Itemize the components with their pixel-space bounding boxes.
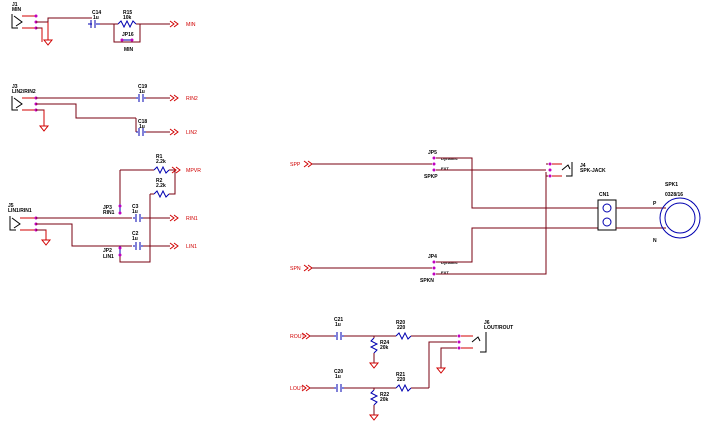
j5-ref: J5 [8, 203, 14, 209]
c21-value: 1u [335, 322, 341, 328]
r21-value: 220 [397, 377, 406, 383]
net-rin2: RIN2 [186, 96, 198, 102]
c20-value: 1u [335, 374, 341, 380]
jp3-ref: JP3 [103, 205, 112, 211]
r24-ref: R24 [380, 340, 389, 346]
jp2-value: LIN1 [103, 254, 114, 260]
j1-ref: J1 [12, 2, 18, 8]
r15-ref: R15 [123, 10, 132, 16]
block-lin2-rin2: J3 LIN2/RIN2 C19 1u C18 1u RIN2 LIN2 [11, 84, 198, 136]
net-micvr: MPVR [186, 168, 201, 174]
jumper-jp3 [118, 204, 122, 215]
speaker-spk1 [659, 197, 701, 239]
r20-value: 220 [397, 325, 406, 331]
r24-value: 20k [380, 345, 389, 351]
r2-ref: R2 [156, 178, 163, 184]
jumper-jp5 [432, 156, 436, 172]
net-lin2: LIN2 [186, 130, 197, 136]
c2-value: 1u [132, 236, 138, 242]
j6-ref: J6 [484, 320, 490, 326]
capacitor-c14 [88, 20, 100, 28]
connector-j4 [548, 162, 573, 178]
r22-value: 20k [380, 397, 389, 403]
jp4-net: SPKN [420, 278, 434, 284]
capacitor-c20 [334, 384, 344, 392]
connector-j1 [11, 14, 38, 30]
connector-j3 [11, 96, 38, 112]
jumper-jp16 [120, 38, 134, 42]
block-speaker: SPP SPN JP5 Dynamic EXT SPKP JP4 Dynamic… [290, 150, 701, 284]
r1-value: 2.2k [156, 159, 166, 165]
resistor-r2 [153, 189, 170, 199]
c14-ref: C14 [92, 10, 101, 16]
r21-ref: R21 [396, 372, 405, 378]
jp16-ref: JP16 [122, 32, 134, 38]
net-rout: ROUT [290, 334, 306, 340]
c21-ref: C21 [334, 317, 343, 323]
j4-ref: J4 [580, 163, 586, 169]
c20-ref: C20 [334, 369, 343, 375]
connector-cn1 [597, 199, 617, 231]
r1-ref: R1 [156, 154, 163, 160]
j5-value: LIN1/RIN1 [8, 208, 32, 214]
c2-ref: C2 [132, 231, 139, 237]
r2-value: 2.2k [156, 183, 166, 189]
c3-value: 1u [132, 209, 138, 215]
jp4-opt2: EXT [441, 270, 449, 275]
j3-value: LIN2/RIN2 [12, 89, 36, 95]
capacitor-c21 [334, 332, 344, 340]
jumper-jp4 [432, 260, 436, 276]
resistor-r1 [153, 165, 170, 175]
capacitor-c2 [133, 242, 143, 250]
jp16-value: MIN [124, 47, 134, 53]
block-lin1-rin1: J5 LIN1/RIN1 R1 2.2k R2 2.2k MPVR JP3 RI… [8, 154, 201, 263]
resistor-r15 [117, 19, 137, 29]
c18-value: 1u [139, 124, 145, 130]
resistor-r22 [369, 389, 379, 406]
jp4-ref: JP4 [428, 254, 437, 260]
cn1-ref: CN1 [599, 192, 609, 198]
net-rin1: RIN1 [186, 216, 198, 222]
resistor-r24 [369, 337, 379, 354]
jp5-ref: JP5 [428, 150, 437, 156]
jumper-jp2 [118, 246, 122, 257]
spk1-p: P [653, 201, 657, 207]
net-spn: SPN [290, 266, 301, 272]
r15-value: 10k [123, 15, 132, 21]
r20-ref: R20 [396, 320, 405, 326]
jp5-net: SPKP [424, 174, 438, 180]
capacitor-c18 [136, 128, 146, 136]
resistor-r20 [395, 331, 412, 341]
spk1-ref: SPK1 [665, 182, 678, 188]
net-lin1: LIN1 [186, 244, 197, 250]
j6-value: LOUT/ROUT [484, 325, 513, 331]
net-min: MIN [186, 22, 196, 28]
c19-value: 1u [139, 89, 145, 95]
jp5-opt2: EXT [441, 166, 449, 171]
net-spp: SPP [290, 162, 301, 168]
j1-value: MIN [12, 7, 22, 13]
block-min: J1 MIN C14 1u R15 10k JP16 MIN MIN [11, 2, 196, 53]
jp3-value: RIN1 [103, 210, 115, 216]
c18-ref: C18 [138, 119, 147, 125]
capacitor-c19 [136, 94, 146, 102]
r22-ref: R22 [380, 392, 389, 398]
connector-j6 [457, 332, 487, 353]
block-outputs: ROUT LOUT C21 1u R24 20k R20 220 J6 LOUT… [290, 317, 513, 421]
j4-value: SPK-JACK [580, 168, 606, 174]
c14-value: 1u [93, 15, 99, 21]
jp2-ref: JP2 [103, 248, 112, 254]
connector-j5 [9, 216, 38, 232]
net-lout: LOUT [290, 386, 305, 392]
spk1-value: 0328/16 [665, 192, 683, 198]
resistor-r21 [395, 383, 412, 393]
c19-ref: C19 [138, 84, 147, 90]
j3-ref: J3 [12, 84, 18, 90]
capacitor-c3 [133, 214, 143, 222]
c3-ref: C3 [132, 204, 139, 210]
spk1-n: N [653, 238, 657, 244]
